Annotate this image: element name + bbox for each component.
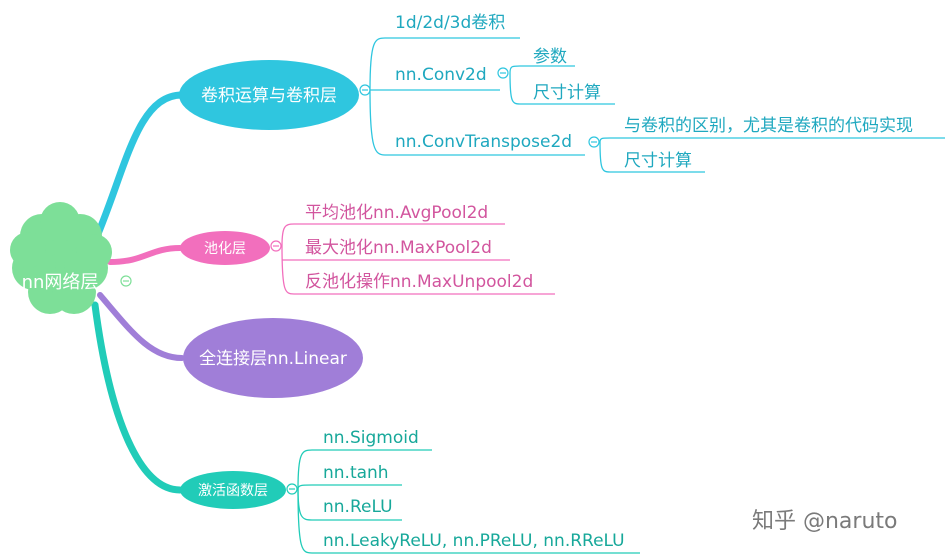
leaf-convt-diff: 与卷积的区别，尤其是卷积的代码实现 bbox=[624, 116, 913, 136]
leaf-pool-avg: 平均池化nn.AvgPool2d bbox=[305, 203, 488, 223]
root-node[interactable]: nn网络层 bbox=[10, 202, 112, 314]
leaf-act-tanh: nn.tanh bbox=[323, 463, 389, 483]
line-conv2d-1 bbox=[509, 65, 575, 74]
root-label: nn网络层 bbox=[22, 272, 99, 293]
connector-act bbox=[91, 301, 184, 494]
branch-pool-label: 池化层 bbox=[204, 241, 246, 257]
line-convt-2 bbox=[599, 141, 705, 173]
leaf-conv-c1: 1d/2d/3d卷积 bbox=[395, 13, 505, 33]
line-conv2d-2 bbox=[509, 72, 615, 105]
connector-pool bbox=[107, 245, 183, 265]
line-convt-1 bbox=[599, 137, 945, 143]
leaf-conv-c2: nn.Conv2d bbox=[395, 65, 487, 85]
connector-linear bbox=[97, 292, 185, 361]
leaf-act-sigmoid: nn.Sigmoid bbox=[323, 428, 419, 448]
line-act-4 bbox=[297, 488, 640, 554]
branch-linear-label: 全连接层nn.Linear bbox=[199, 349, 347, 369]
collapse-toggle-root[interactable] bbox=[120, 275, 132, 287]
leaf-conv-c3: nn.ConvTranspose2d bbox=[395, 132, 572, 152]
collapse-toggle-conv[interactable] bbox=[359, 84, 371, 96]
watermark: 知乎 @naruto bbox=[752, 509, 898, 534]
line-act-2 bbox=[297, 484, 402, 490]
branch-conv-node[interactable] bbox=[179, 60, 359, 130]
branch-act-node[interactable] bbox=[180, 471, 286, 509]
line-act-1 bbox=[297, 449, 432, 490]
branch-linear-node[interactable] bbox=[183, 318, 363, 398]
leaf-act-relu: nn.ReLU bbox=[323, 497, 393, 517]
leaf-convt-size: 尺寸计算 bbox=[624, 151, 692, 171]
collapse-toggle-convtranspose2d[interactable] bbox=[588, 136, 600, 148]
line-pool-3 bbox=[281, 245, 555, 295]
line-pool-1 bbox=[281, 223, 505, 247]
leaf-conv2d-size: 尺寸计算 bbox=[533, 83, 601, 103]
collapse-toggle-act[interactable] bbox=[286, 483, 298, 495]
collapse-toggle-conv2d[interactable] bbox=[497, 67, 509, 79]
branch-conv-label: 卷积运算与卷积层 bbox=[201, 86, 337, 106]
leaf-conv2d-param: 参数 bbox=[533, 47, 567, 67]
branch-act-label: 激活函数层 bbox=[198, 482, 268, 499]
collapse-toggle-pool[interactable] bbox=[270, 240, 282, 252]
connector-conv bbox=[88, 91, 194, 252]
leaf-pool-unpool: 反池化操作nn.MaxUnpool2d bbox=[305, 272, 533, 292]
leaf-act-leaky: nn.LeakyReLU, nn.PReLU, nn.RReLU bbox=[323, 531, 625, 551]
line-conv-c3 bbox=[369, 89, 585, 156]
leaf-pool-max: 最大池化nn.MaxPool2d bbox=[305, 238, 492, 258]
line-conv-c1 bbox=[369, 37, 520, 91]
branch-pool-node[interactable] bbox=[180, 231, 270, 265]
